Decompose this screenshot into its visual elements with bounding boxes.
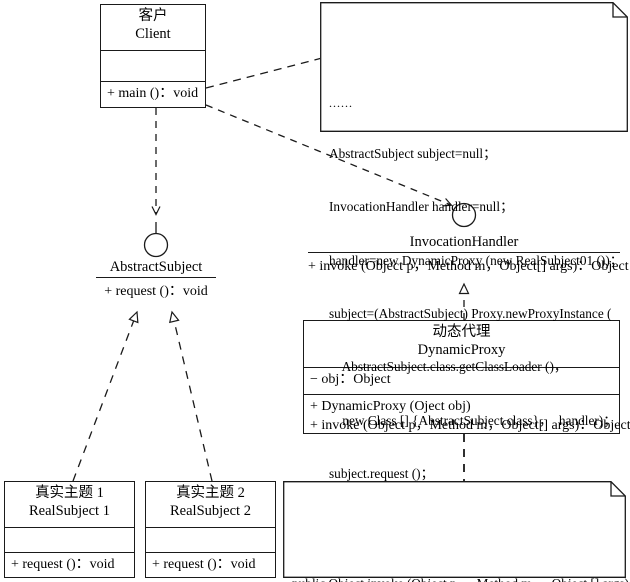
interface-abstractsubject[interactable]: AbstractSubject + request ()：void <box>96 258 216 300</box>
interface-invocationhandler[interactable]: InvocationHandler + invoke (Object p，Met… <box>308 233 629 275</box>
abstractsubject-operation-request: + request ()：void <box>104 284 208 299</box>
realsubject1-operations-compartment: + request ()：void <box>5 553 134 578</box>
realsubject2-operation-request: + request ()：void <box>152 557 256 572</box>
dynamicproxy-name-en: DynamicProxy <box>417 341 506 358</box>
abstractsubject-separator <box>96 277 216 278</box>
client-name-cn: 客户 <box>138 8 168 24</box>
note-client-code-ellipsis: ...... <box>329 96 353 111</box>
note-invoke-code-shape <box>283 481 626 578</box>
dynamicproxy-attributes-compartment: − obj：Object <box>304 368 619 395</box>
dynamicproxy-operation-constructor: + DynamicProxy (Oject obj) <box>310 399 471 414</box>
dynamicproxy-attribute-obj: − obj：Object <box>310 372 391 387</box>
abstractsubject-name: AbstractSubject <box>109 259 203 275</box>
note-client-code-line-1: InvocationHandler handler=null； <box>329 199 514 215</box>
note-client-code-line-6: subject.request ()； <box>329 466 434 482</box>
realsubject2-name-compartment: 真实主题 2 RealSubject 2 <box>146 482 275 528</box>
realsubject1-operation-request: + request ()：void <box>11 557 115 572</box>
note-client-code-line-4: AbstractSubject.class.getClassLoader ()， <box>329 359 568 375</box>
abstractsubject-lollipop-icon <box>143 232 169 258</box>
class-box-dynamicproxy[interactable]: 动态代理 DynamicProxy − obj：Object + Dynamic… <box>303 320 630 434</box>
client-operation-main: + main ()：void <box>107 86 199 101</box>
note-invoke-code-line-0: public Object invoke (Object p， Method m… <box>292 575 629 582</box>
note-invoke-code[interactable]: public Object invoke (Object p， Method m… <box>283 481 629 582</box>
class-box-realsubject2[interactable]: 真实主题 2 RealSubject 2 + request ()：void <box>145 481 276 578</box>
client-operations-compartment: + main ()：void <box>101 82 205 107</box>
realsubject2-name-cn: 真实主题 2 <box>176 485 245 501</box>
realsubject1-name-en: RealSubject 1 <box>29 502 110 519</box>
realsubject1-attributes-compartment <box>5 528 134 553</box>
invocationhandler-operation-invoke: + invoke (Object p，Method m，Object[] arg… <box>308 259 629 274</box>
note-client-code-body: ...... AbstractSubject subject=null； Inv… <box>320 55 628 524</box>
note-client-code-line-5: new Class [] {AbstractSubject.class}， ha… <box>329 412 617 428</box>
realsubject2-name-en: RealSubject 2 <box>170 502 251 519</box>
invocationhandler-separator <box>308 252 620 253</box>
dynamicproxy-operation-invoke: + invoke (Object p，Method m，Object[] arg… <box>310 417 630 433</box>
note-client-code-line-3: subject=(AbstractSubject) Proxy.newProxy… <box>329 306 612 321</box>
realsubject2-attributes-compartment <box>146 528 275 553</box>
realization-realsubject2-to-abstractsubject <box>169 310 213 482</box>
realsubject2-operations-compartment: + request ()：void <box>146 553 275 578</box>
note-client-code-line-0: AbstractSubject subject=null； <box>329 145 497 161</box>
note-anchor-client-to-code <box>205 57 323 89</box>
client-name-en: Client <box>135 25 171 42</box>
class-box-realsubject1[interactable]: 真实主题 1 RealSubject 1 + request ()：void <box>4 481 135 578</box>
note-invoke-code-body: public Object invoke (Object p， Method m… <box>283 534 629 582</box>
realsubject1-name-compartment: 真实主题 1 RealSubject 1 <box>5 482 134 528</box>
dynamicproxy-name-compartment: 动态代理 DynamicProxy <box>304 321 619 368</box>
dynamicproxy-operations-compartment: + DynamicProxy (Oject obj) + invoke (Obj… <box>304 395 630 439</box>
invocationhandler-name: InvocationHandler <box>409 234 519 250</box>
realsubject1-name-cn: 真实主题 1 <box>35 485 104 501</box>
note-client-code[interactable]: ...... AbstractSubject subject=null； Inv… <box>320 2 628 481</box>
class-box-client[interactable]: 客户 Client + main ()：void <box>100 4 206 108</box>
note-client-code-line-2: handler=new DynamicProxy (new RealSubjec… <box>329 252 624 268</box>
realization-realsubject1-to-abstractsubject <box>72 310 139 482</box>
client-name-compartment: 客户 Client <box>101 5 205 51</box>
client-attributes-compartment <box>101 51 205 82</box>
dynamicproxy-name-cn: 动态代理 <box>432 324 491 340</box>
